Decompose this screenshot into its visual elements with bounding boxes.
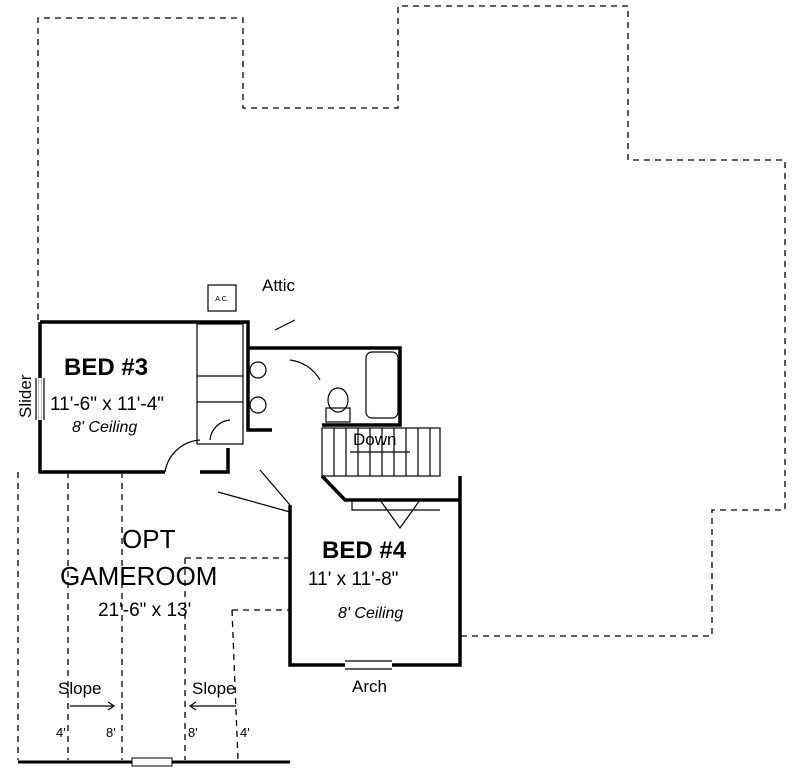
sink-1 [249,361,267,379]
slope-right-low: 4' [240,725,250,740]
bed3-door-swing [164,439,201,473]
bed4-closet-doors [351,499,440,530]
slope-left-label: Slope [58,679,101,698]
toilet-bowl [327,387,349,413]
toilet-tank [325,407,351,423]
down-label: Down [353,430,396,449]
slope-right-high: 8' [188,725,198,740]
arch-label: Arch [352,677,387,696]
slope-left-high: 8' [106,725,116,740]
ac-unit [207,284,237,312]
gameroom-line2: GAMEROOM [60,561,217,591]
bed3-closet [196,323,244,445]
gameroom-dashed-outline [17,472,290,761]
bed3-walls [38,320,250,474]
bathtub [365,351,399,419]
gameroom-dims: 21'-6" x 13' [98,600,191,621]
gameroom-line1: OPT [122,524,176,554]
slope-left-low: 4' [56,725,66,740]
bed3-ceiling: 8' Ceiling [72,419,137,436]
slope-left-arrow [70,701,116,711]
sink-2 [249,396,267,414]
bed3-title: BED #3 [64,354,148,381]
ac-label: A.C. [215,296,229,303]
stairs [321,427,441,477]
attic-label: Attic [262,276,296,295]
slider-label: Slider [16,374,35,418]
hall-door-swing [274,319,321,381]
bath-walls [246,346,402,432]
bed4-title: BED #4 [322,537,407,564]
hall-diagonal [217,469,291,513]
bed3-dims: 11'-6" x 11'-4" [50,394,164,415]
bed4-dims: 11' x 11'-8" [308,569,398,590]
slope-right-arrow [188,701,236,711]
slope-right-label: Slope [192,679,235,698]
roof-outline [37,5,786,637]
bed4-ceiling: 8' Ceiling [338,605,403,622]
